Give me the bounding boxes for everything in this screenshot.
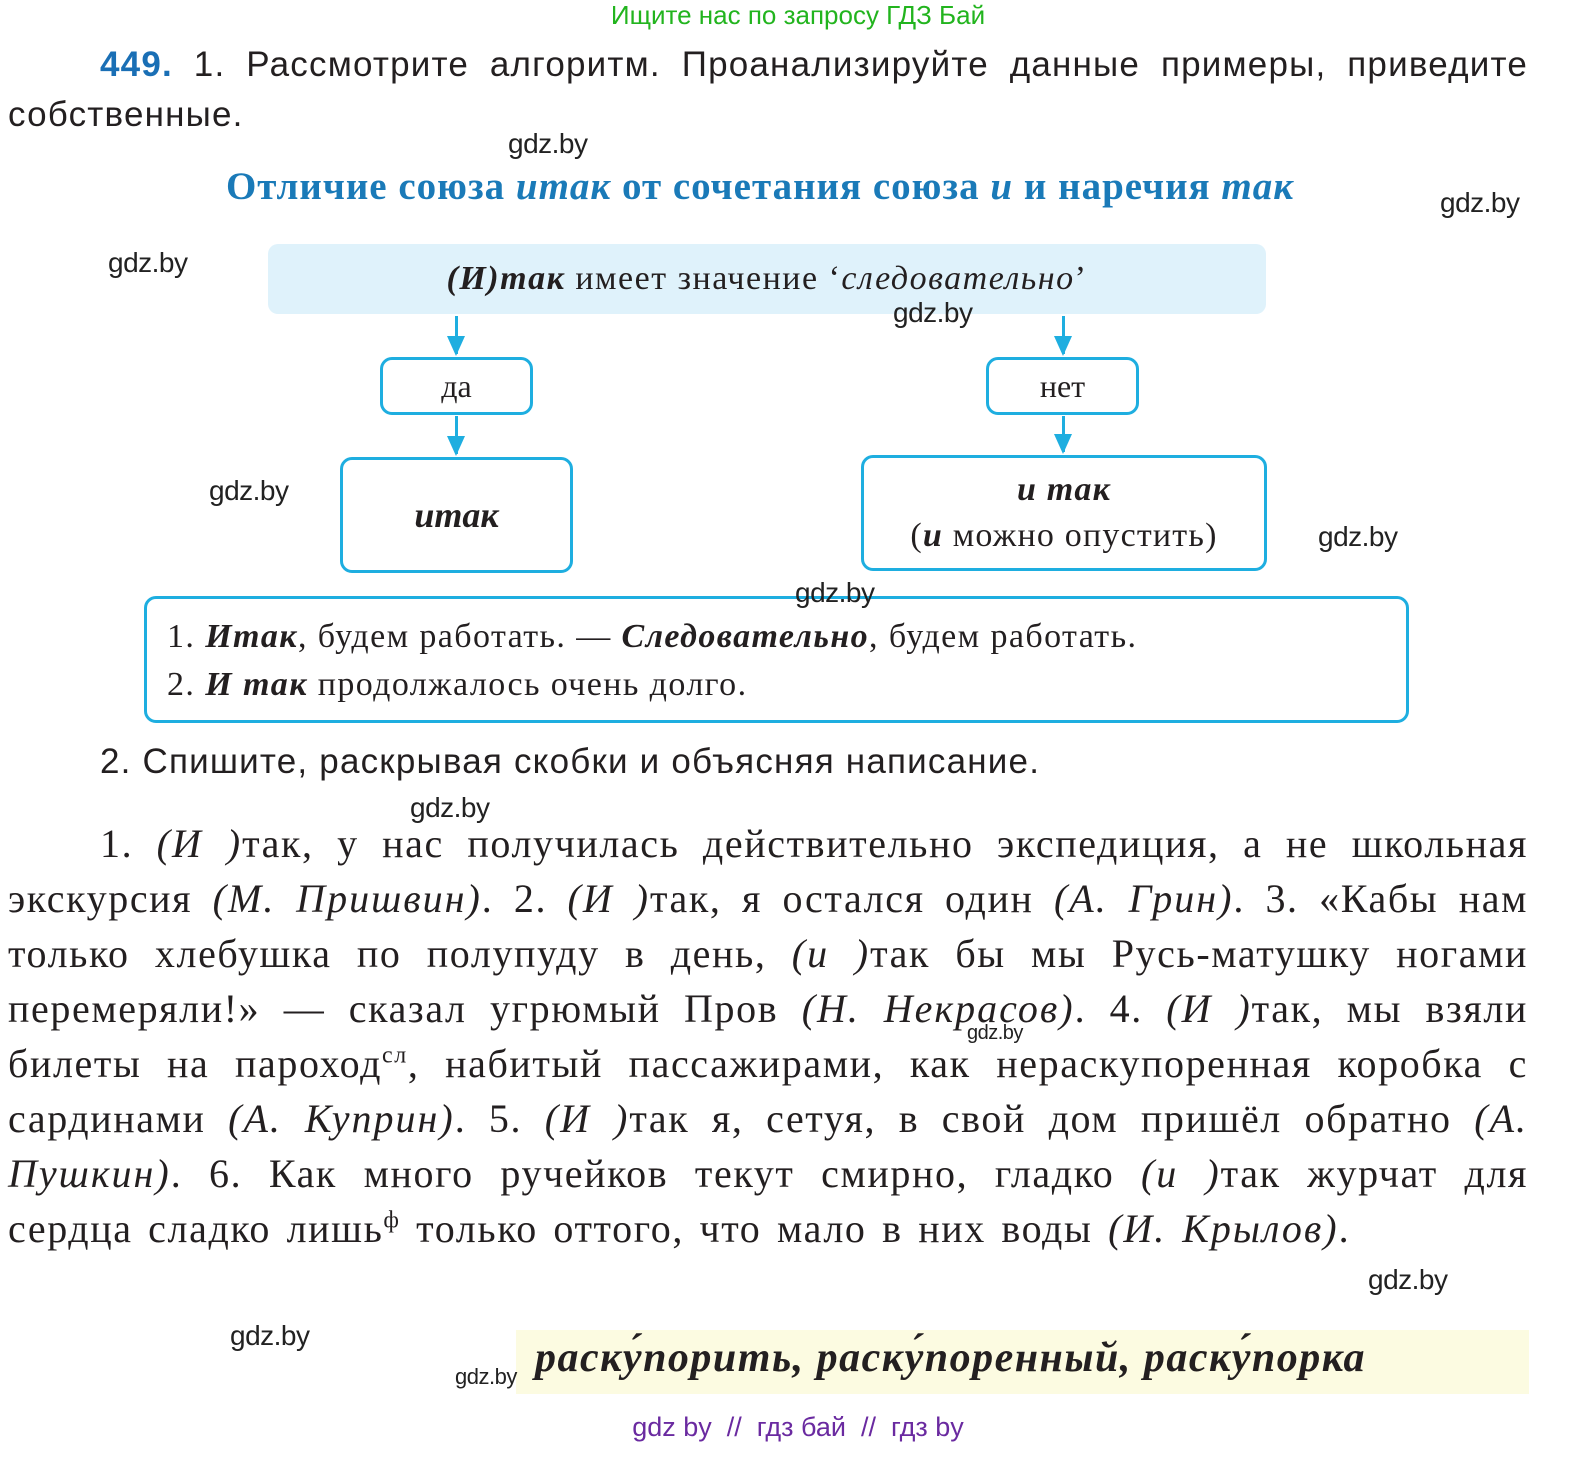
- text-segment: , набитый пассажирами, как нераскупоренн…: [8, 1041, 1528, 1141]
- watermark: gdz.by: [1368, 1264, 1448, 1295]
- yes-box: да: [380, 357, 533, 415]
- top-banner: Ищите нас по запросу ГДЗ Бай: [610, 0, 986, 30]
- example-num: 1.: [167, 618, 206, 655]
- watermark: gdz.by: [893, 297, 973, 328]
- no-box: нет: [986, 357, 1139, 415]
- arrow-down-icon: [447, 316, 465, 356]
- italic-segment: (И. Крылов): [1108, 1206, 1339, 1251]
- text-segment: 1.: [100, 821, 157, 866]
- i-tak-result-box: и так (и можно опустить): [861, 455, 1267, 571]
- italic-segment: (и ): [791, 931, 871, 976]
- example-text: , будем работать.: [869, 618, 1138, 655]
- arrow-down-icon: [1054, 416, 1072, 454]
- italic-segment: (И ): [544, 1096, 630, 1141]
- text-segment: так, у нас получилась действительно эксп…: [8, 821, 1528, 921]
- superscript-mark: сл: [382, 1042, 408, 1069]
- task2-heading: 2. Спишите, раскрывая скобки и объясняя …: [100, 742, 1041, 781]
- watermark: gdz.by: [108, 247, 188, 278]
- example-text: , будем работать. —: [297, 618, 622, 655]
- watermark: gdz.by: [455, 1364, 517, 1389]
- italic-segment: (И ): [567, 876, 650, 921]
- text-segment: так я, сетуя, в свой дом пришёл обратно: [629, 1096, 1475, 1141]
- italic-segment: (А. Куприн): [228, 1096, 455, 1141]
- title-term-i: и: [990, 165, 1014, 208]
- text-segment: так бы мы Русь-матушку ногами перемеряли…: [8, 931, 1529, 1031]
- title-part: от сочетания союза: [611, 165, 991, 208]
- italic-segment: (и ): [1140, 1151, 1221, 1196]
- watermark: gdz.by: [209, 475, 289, 506]
- itak-result-box: итак: [340, 457, 573, 573]
- text-segment: . 6. Как много ручейков текут смирно, гл…: [170, 1151, 1141, 1196]
- text-segment: . 4.: [1074, 986, 1167, 1031]
- italic-segment: (А. Грин): [1053, 876, 1234, 921]
- text-segment: .: [1338, 1206, 1351, 1251]
- example-term: Следовательно: [621, 618, 870, 655]
- arrow-down-icon: [447, 416, 465, 456]
- example-text: продолжалось очень долго.: [307, 666, 748, 703]
- watermark: gdz.by: [410, 792, 490, 823]
- note-rest: можно опустить): [943, 517, 1218, 554]
- i-tak-term: и так: [1016, 471, 1112, 508]
- condition-term: (И)так: [446, 260, 566, 297]
- italic-segment: (И ): [1166, 986, 1252, 1031]
- example-num: 2.: [167, 666, 206, 703]
- text-segment: . 3. «Кабы нам только хлебушка по полупу…: [8, 876, 1529, 976]
- watermark: gdz.by: [795, 577, 875, 608]
- example-1: 1. Итак, будем работать. — Следовательно…: [167, 613, 1137, 661]
- watermark: gdz.by: [1318, 521, 1398, 552]
- footer-links: gdz by // гдз бай // гдз by: [632, 1412, 964, 1442]
- title-part: и наречия: [1013, 165, 1222, 208]
- condition-box: (И)так имеет значение ‘следовательно’: [268, 244, 1266, 314]
- condition-meaning: следовательно: [841, 260, 1075, 297]
- italic-segment: (Н. Некрасов): [801, 986, 1075, 1031]
- text-segment: . 5.: [454, 1096, 545, 1141]
- task-intro-text: 1. Рассмотрите алгоритм. Проанализируйте…: [8, 45, 1528, 134]
- title-term-itak: итак: [515, 165, 612, 208]
- example-2: 2. И так продолжалось очень долго.: [167, 661, 747, 709]
- watermark: gdz.by: [967, 1022, 1023, 1044]
- task-intro: 449. 1. Рассмотрите алгоритм. Проанализи…: [8, 40, 1528, 140]
- note-term: и: [922, 517, 944, 554]
- italic-segment: (И ): [156, 821, 243, 866]
- example-term: Итак: [205, 618, 298, 655]
- italic-segment: (М. Пришвин): [212, 876, 482, 921]
- watermark: gdz.by: [1440, 187, 1520, 218]
- examples-box: 1. Итак, будем работать. — Следовательно…: [144, 596, 1409, 723]
- exercise-text: 1. (И )так, у нас получилась действитель…: [8, 816, 1528, 1256]
- condition-text: имеет значение ‘: [565, 260, 842, 297]
- note-open: (: [910, 517, 923, 554]
- watermark: gdz.by: [230, 1320, 310, 1351]
- text-segment: так, я остался один: [649, 876, 1054, 921]
- watermark: gdz.by: [508, 128, 588, 159]
- text-segment: только оттого, что мало в них воды: [400, 1206, 1109, 1251]
- condition-close: ’: [1074, 260, 1088, 297]
- example-term: И так: [205, 666, 308, 703]
- superscript-mark: ф: [383, 1207, 401, 1234]
- text-segment: так журчат для сердца сладко лишь: [8, 1151, 1529, 1251]
- arrow-down-icon: [1054, 316, 1072, 356]
- italic-segment: (А. Пушкин): [8, 1096, 1529, 1196]
- vocabulary-words: раску́порить, раску́поренный, раску́порк…: [535, 1335, 1367, 1381]
- text-segment: так, мы взяли билеты на пароход: [8, 986, 1528, 1086]
- diagram-title: Отличие союза итак от сочетания союза и …: [0, 164, 1520, 209]
- text-segment: . 2.: [481, 876, 568, 921]
- vocabulary-highlight: [516, 1330, 1529, 1394]
- title-term-tak: так: [1221, 165, 1295, 208]
- task-number: 449.: [100, 45, 173, 84]
- title-part: Отличие союза: [225, 165, 516, 208]
